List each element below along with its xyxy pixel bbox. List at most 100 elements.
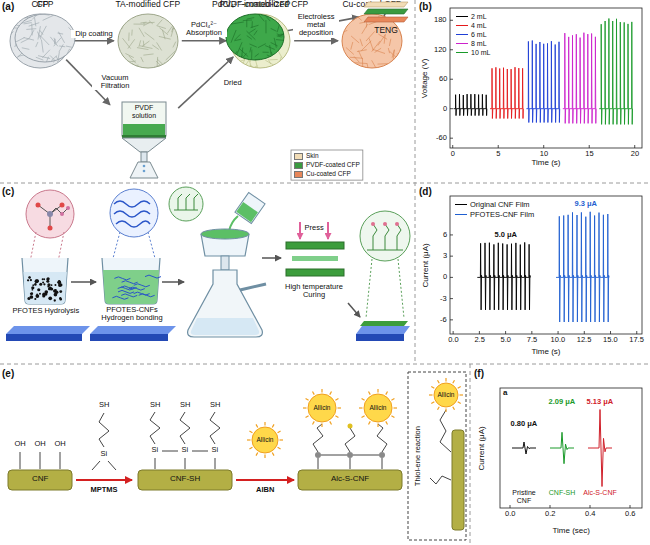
grafting-illustration (92, 413, 116, 470)
molecule-sun (364, 394, 392, 422)
particle (30, 279, 32, 281)
fibre-texture (375, 48, 382, 52)
fibre (145, 275, 161, 278)
fibre-texture (38, 26, 40, 39)
particle (42, 281, 44, 283)
molecule-sun (458, 402, 461, 404)
particle (54, 299, 56, 301)
fibre-texture (42, 50, 50, 58)
fibre-texture (43, 15, 54, 20)
molecule-sun (280, 439, 284, 440)
fibre-texture (131, 29, 132, 35)
tick-label: 5 (496, 150, 500, 158)
tick-label: 120 (434, 46, 447, 54)
atom-symbol: Si (101, 450, 108, 458)
legend-swatch (294, 171, 303, 178)
fibre-texture (251, 49, 252, 60)
particle (37, 295, 39, 297)
fibre-texture (117, 56, 118, 64)
edge-label: PdCl₄²⁻ Absorption (181, 21, 227, 38)
fabrication-illustration (221, 256, 229, 270)
panel-letter: (f) (474, 368, 484, 379)
particle (34, 298, 36, 300)
molecule-sun (313, 421, 315, 424)
fibre-texture (54, 37, 61, 46)
sample-disc: CFP (14, 0, 76, 63)
tick-label: 0 (451, 150, 455, 158)
fibre-texture (290, 49, 291, 56)
funnel-cone (122, 138, 166, 152)
voltage-trace (599, 19, 632, 125)
tick-label: 0 (443, 105, 447, 113)
grafting-illustration (215, 458, 216, 469)
grafting-illustration (162, 451, 178, 452)
particle (35, 279, 39, 283)
fibre-texture (66, 46, 72, 47)
fibre-texture (247, 17, 254, 19)
tick-label: 3 (443, 252, 447, 260)
fibre-name: CNF-SH (170, 475, 200, 484)
particle (30, 293, 32, 295)
fibre-texture (141, 57, 144, 62)
filtration-funnel: PVDF solution (112, 100, 176, 180)
fibre-texture (173, 41, 176, 47)
fibre-texture (350, 57, 363, 59)
grafting-illustration (440, 410, 451, 452)
tick-mark (450, 138, 453, 139)
tick-label: -3 (440, 295, 447, 303)
fibre-texture (369, 38, 373, 50)
molecule-sun (453, 407, 455, 410)
fibre-texture (9, 26, 10, 30)
fibre-texture (366, 22, 367, 27)
fibre-texture (272, 58, 274, 61)
fabrication-illustration (240, 284, 266, 290)
fabrication-illustration (201, 229, 249, 239)
fibre-texture (15, 46, 16, 53)
fibre-texture (237, 42, 242, 54)
fibre-texture (251, 21, 252, 28)
skin-layer (364, 2, 408, 7)
particle (43, 283, 45, 285)
chemical-group: SH (150, 401, 160, 409)
molecule-sun (391, 399, 394, 401)
current-trace (550, 432, 574, 463)
grafting-illustration (347, 452, 353, 458)
voltage-trace (454, 94, 487, 116)
tick-label: 12.5 (577, 336, 592, 344)
fibre-texture (157, 59, 162, 64)
molecule-name: Allicin (314, 404, 331, 411)
tick-mark (450, 49, 453, 50)
fabrication-illustration (348, 303, 360, 317)
fabrication-illustration (6, 334, 82, 341)
fibre-texture (362, 58, 363, 67)
molecule-sun (359, 407, 363, 408)
fabrication-illustration (6, 187, 410, 341)
tick-mark (610, 331, 611, 334)
fabrication-illustration (383, 222, 387, 226)
fibre-texture (249, 29, 255, 33)
fibre-texture (143, 40, 145, 45)
legend-text: 10 mL (471, 49, 490, 57)
plot-frame (450, 8, 642, 148)
tick-label: 15.0 (603, 336, 618, 344)
current-trace (512, 442, 536, 454)
legend-line (456, 25, 468, 27)
fabrication-illustration (169, 187, 203, 221)
fibre-texture (128, 32, 129, 40)
fibre-texture (76, 52, 77, 56)
tick-mark (450, 298, 453, 299)
fibre-texture (40, 35, 50, 45)
fibre-texture (9, 44, 10, 48)
plot-frame (500, 388, 642, 508)
grafting-illustration (350, 458, 351, 469)
axis-title: Current (μA) (478, 426, 487, 470)
tick-mark (498, 145, 499, 148)
fabrication-illustration (188, 270, 263, 337)
fabrication-illustration (299, 222, 301, 239)
legend-row: PVDF-coated CFP (294, 161, 360, 169)
fibre-texture (346, 47, 354, 54)
legend-row: 8 mL (456, 39, 487, 48)
fabrication-illustration (174, 194, 198, 210)
panel-letter: (a) (2, 1, 14, 12)
fibre (114, 277, 130, 280)
